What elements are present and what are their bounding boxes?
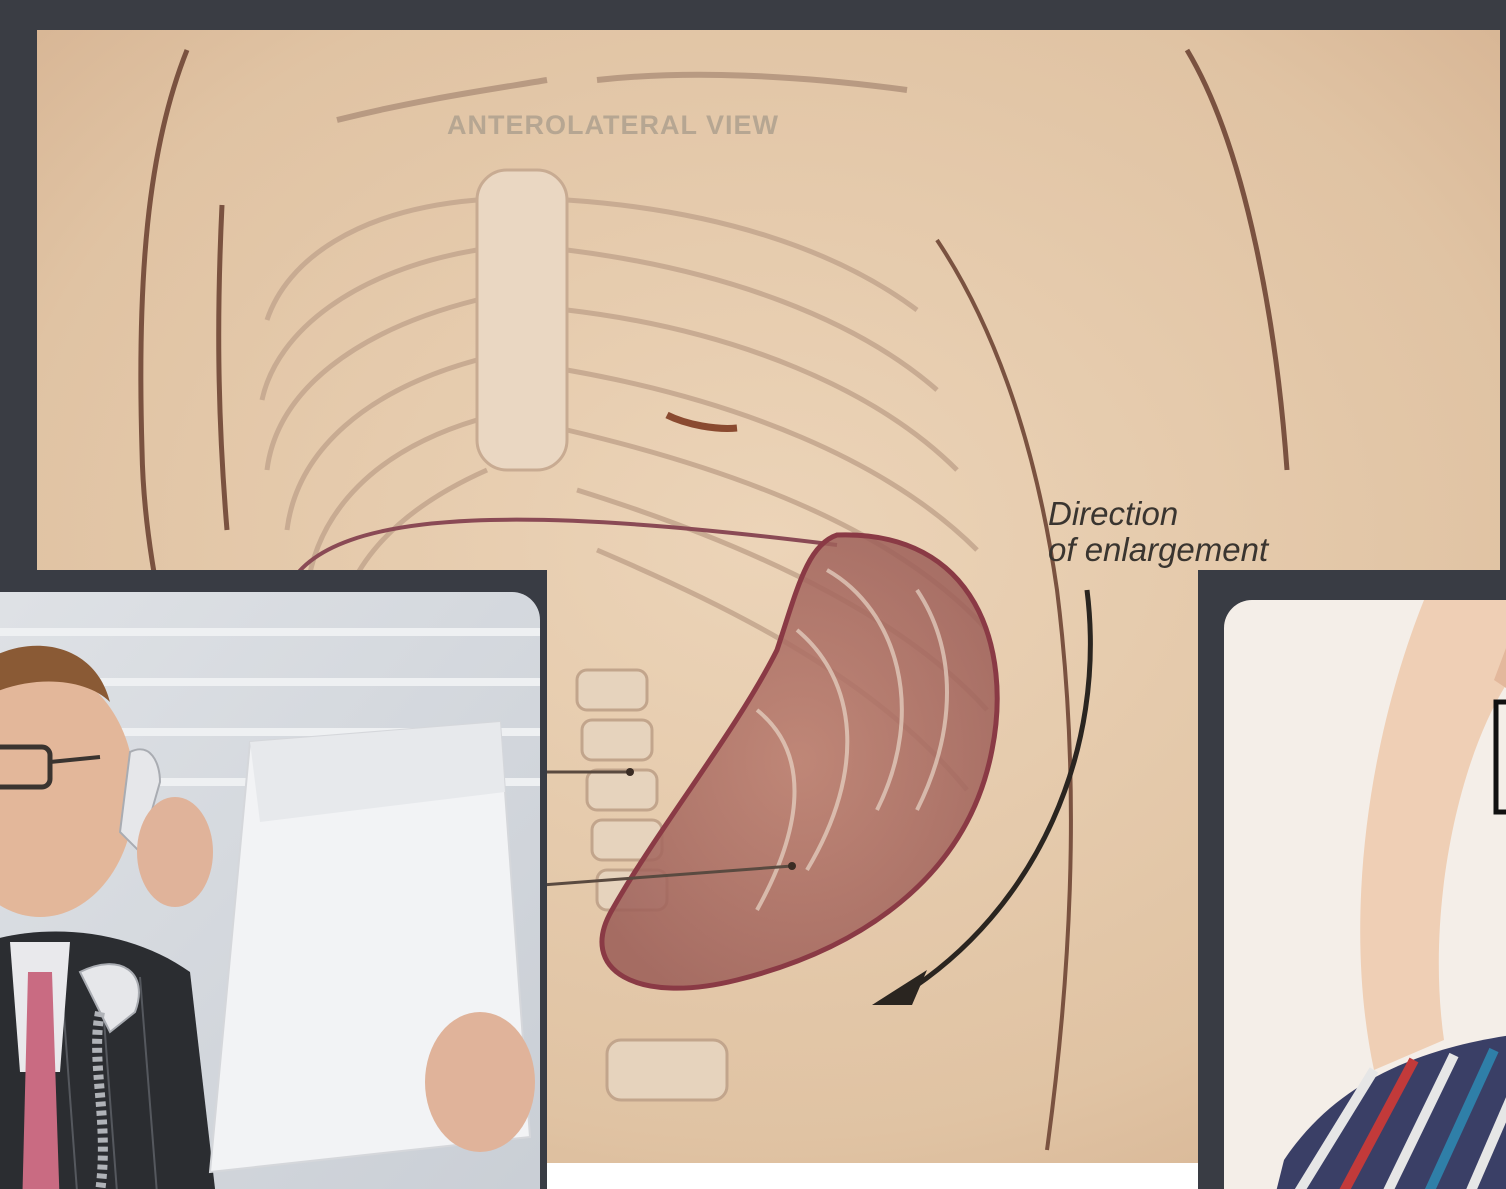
photo-card-right	[1198, 570, 1506, 1189]
direction-label-line1: Direction	[1048, 496, 1268, 532]
man-on-phone-photo	[0, 592, 540, 1189]
raised-arm-photo	[1224, 600, 1506, 1189]
direction-label: Direction of enlargement	[1048, 496, 1268, 568]
raised-arm-drawing	[1224, 600, 1506, 1189]
photo-card-left	[0, 570, 547, 1189]
view-label: ANTEROLATERAL VIEW	[447, 110, 779, 141]
caption-strip	[545, 1163, 1200, 1189]
direction-label-line2: of enlargement	[1048, 532, 1268, 568]
man-on-phone-drawing	[0, 592, 540, 1189]
